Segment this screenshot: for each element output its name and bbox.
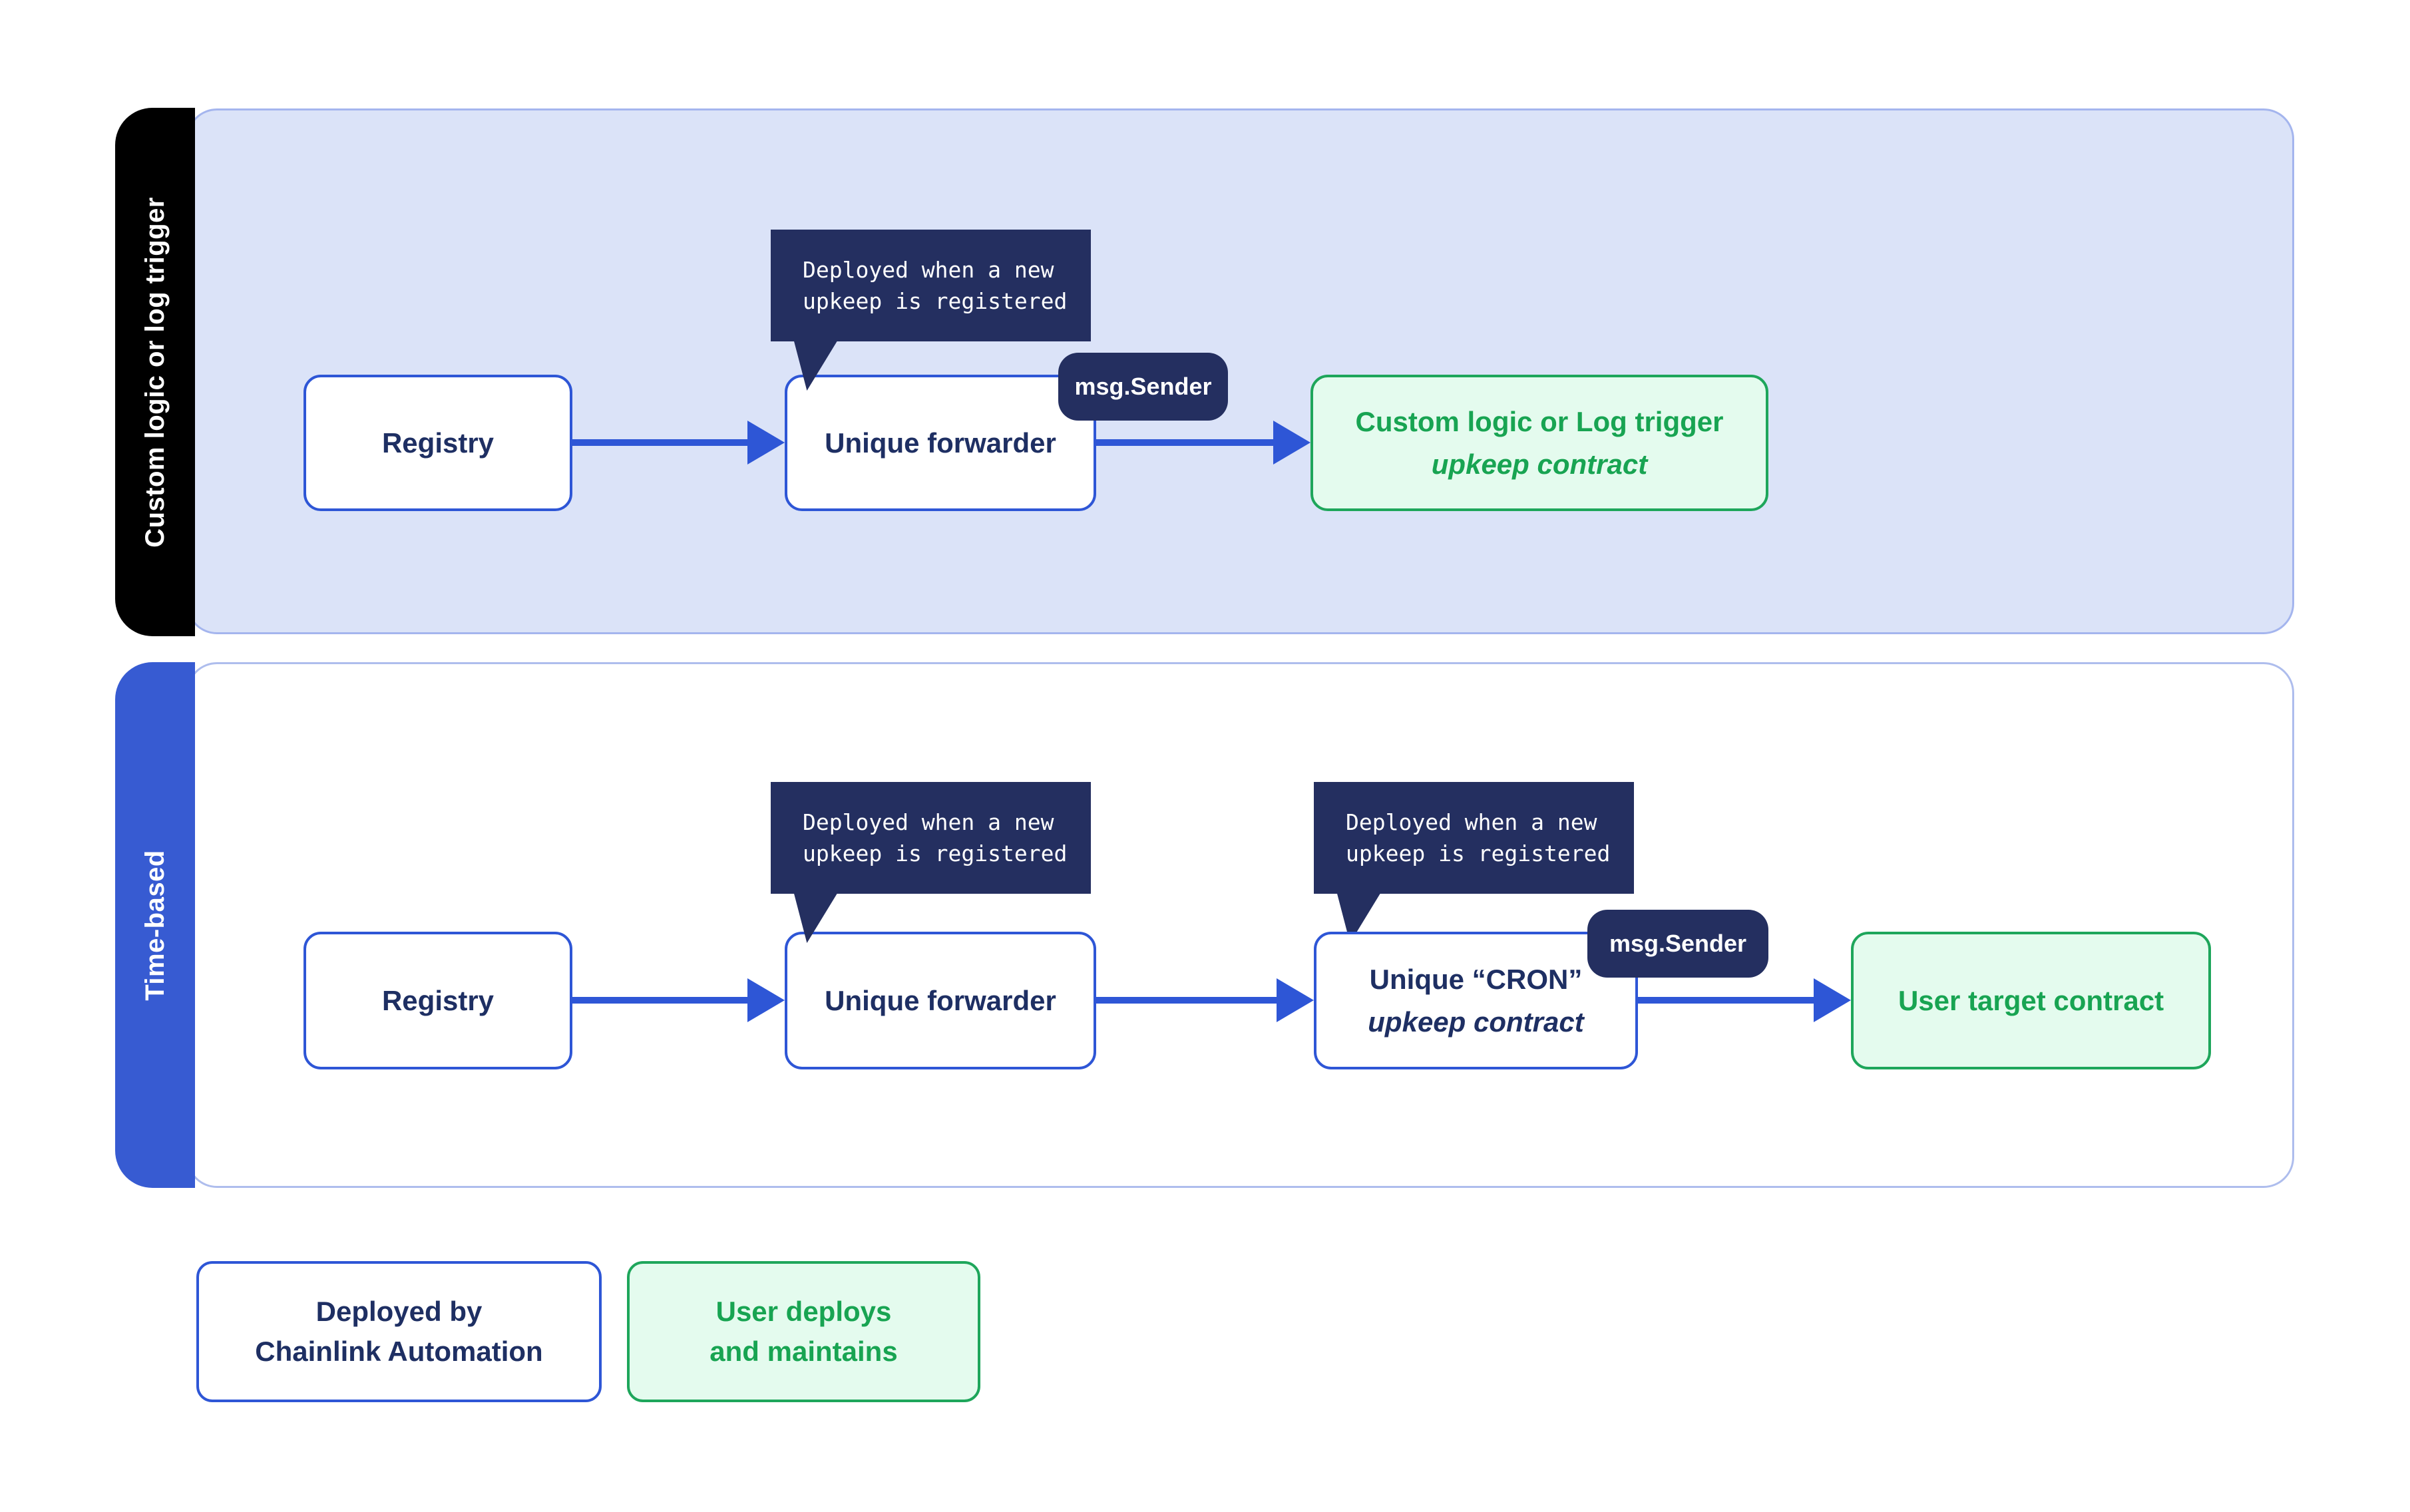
legend-user-deploys: User deploys and maintains: [627, 1261, 980, 1402]
arrow-shaft: [1638, 997, 1818, 1004]
tooltip-deployed-custom-lane: Deployed when a new upkeep is registered: [771, 230, 1091, 341]
arrow-shaft: [1096, 439, 1277, 446]
legend-chainlink-line1: Deployed by: [315, 1296, 483, 1327]
tooltip-line1: Deployed when a new: [803, 257, 1054, 283]
arrow-forwarder-to-cron-time: [1096, 978, 1314, 1022]
registry-box-custom-lane: Registry: [303, 375, 572, 511]
msg-sender-badge-time-lane: msg.Sender: [1587, 910, 1768, 978]
arrow-head-icon: [747, 421, 785, 465]
user-target-contract-label: User target contract: [1898, 984, 2164, 1016]
time-based-lane-label: Time-based: [140, 849, 170, 1001]
arrow-head-icon: [747, 978, 785, 1022]
arrow-shaft: [1096, 997, 1281, 1004]
tooltip-deployed-cron-time-lane: Deployed when a new upkeep is registered: [1314, 782, 1634, 894]
legend-user-line1: User deploys: [715, 1296, 892, 1327]
legend-user-line2: and maintains: [709, 1336, 898, 1367]
msg-sender-badge-custom-lane: msg.Sender: [1058, 353, 1228, 421]
time-based-lane-bar: Time-based: [115, 662, 195, 1188]
custom-upkeep-line2: upkeep contract: [1431, 448, 1648, 480]
cron-upkeep-contract-box: Unique “CRON” upkeep contract: [1314, 932, 1638, 1069]
arrow-forwarder-to-upkeep-custom: [1096, 421, 1310, 465]
custom-upkeep-line1: Custom logic or Log trigger: [1355, 405, 1724, 437]
legend-chainlink-line2: Chainlink Automation: [255, 1336, 543, 1367]
custom-upkeep-contract-box: Custom logic or Log trigger upkeep contr…: [1310, 375, 1768, 511]
arrow-head-icon: [1277, 978, 1314, 1022]
tooltip-deployed-forwarder-time-lane: Deployed when a new upkeep is registered: [771, 782, 1091, 894]
cron-upkeep-line2: upkeep contract: [1368, 1006, 1584, 1038]
msg-sender-label: msg.Sender: [1609, 930, 1747, 957]
custom-logic-lane-panel: [186, 108, 2294, 634]
arrow-shaft: [572, 997, 751, 1004]
arrow-head-icon: [1273, 421, 1310, 465]
unique-forwarder-box-custom-lane: Unique forwarder: [785, 375, 1096, 511]
registry-box-time-lane: Registry: [303, 932, 572, 1069]
custom-logic-lane-label: Custom logic or log trigger: [140, 196, 170, 548]
custom-logic-lane-bar: Custom logic or log trigger: [115, 108, 195, 636]
msg-sender-label: msg.Sender: [1074, 373, 1212, 400]
tooltip-line1: Deployed when a new: [1346, 809, 1597, 835]
registry-label: Registry: [381, 427, 495, 459]
arrow-head-icon: [1814, 978, 1851, 1022]
unique-forwarder-label: Unique forwarder: [825, 427, 1056, 459]
unique-forwarder-box-time-lane: Unique forwarder: [785, 932, 1096, 1069]
tooltip-line1: Deployed when a new: [803, 809, 1054, 835]
tooltip-line2: upkeep is registered: [1346, 841, 1611, 866]
arrow-registry-to-forwarder-custom: [572, 421, 785, 465]
legend-deployed-by-chainlink: Deployed by Chainlink Automation: [196, 1261, 602, 1402]
tooltip-line2: upkeep is registered: [803, 841, 1068, 866]
arrow-shaft: [572, 439, 751, 446]
unique-forwarder-label: Unique forwarder: [825, 984, 1056, 1016]
time-based-lane-panel: [186, 662, 2294, 1188]
cron-upkeep-line1: Unique “CRON”: [1369, 963, 1583, 995]
arrow-cron-to-target-time: [1638, 978, 1851, 1022]
registry-label: Registry: [381, 984, 495, 1016]
tooltip-line2: upkeep is registered: [803, 288, 1068, 314]
user-target-contract-box: User target contract: [1851, 932, 2211, 1069]
arrow-registry-to-forwarder-time: [572, 978, 785, 1022]
